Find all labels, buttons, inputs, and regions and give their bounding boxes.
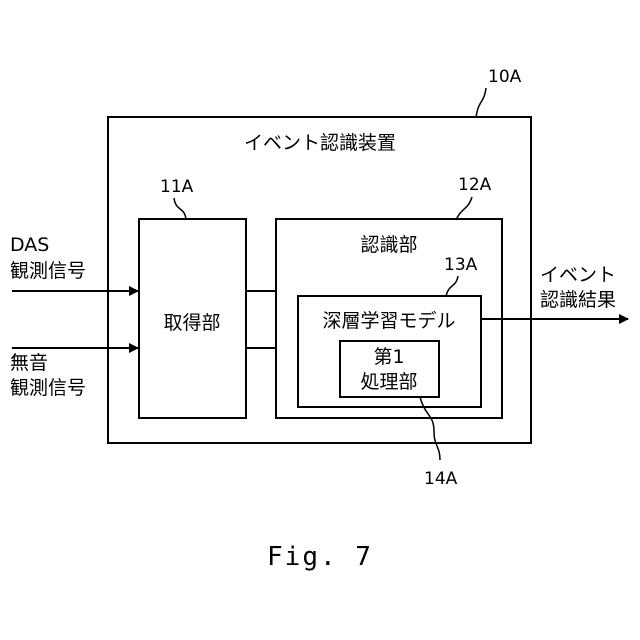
silent-input-label-line2: 観測信号 [10, 377, 86, 399]
deep-learning-model-ref-leader [446, 276, 458, 297]
deep-learning-model-label: 深層学習モデル [322, 310, 455, 332]
deep-learning-model-ref: 13A [444, 255, 478, 275]
first-processing-unit-label-line2: 処理部 [360, 371, 417, 393]
acquisition-unit-ref: 11A [160, 177, 194, 197]
silent-input-label-line1: 無音 [10, 352, 48, 374]
event-recognition-device-box [108, 117, 531, 443]
recognition-unit-ref: 12A [458, 175, 492, 195]
acquisition-unit-label: 取得部 [163, 312, 220, 334]
first-processing-unit-ref: 14A [424, 469, 458, 489]
das-input-label-line1: DAS [10, 234, 49, 256]
output-label-line1: イベント [540, 264, 616, 286]
recognition-unit-label: 認識部 [360, 234, 417, 256]
recognition-unit-ref-leader [456, 197, 472, 220]
figure-caption: Fig. 7 [267, 542, 373, 572]
device-title: イベント認識装置 [244, 132, 396, 154]
first-processing-unit-label-line1: 第1 [373, 346, 404, 368]
device-ref: 10A [488, 67, 522, 87]
acquisition-unit-ref-leader [174, 198, 186, 219]
output-label-line2: 認識結果 [540, 289, 616, 311]
das-input-label-line2: 観測信号 [10, 260, 86, 282]
device-ref-leader [476, 88, 486, 118]
